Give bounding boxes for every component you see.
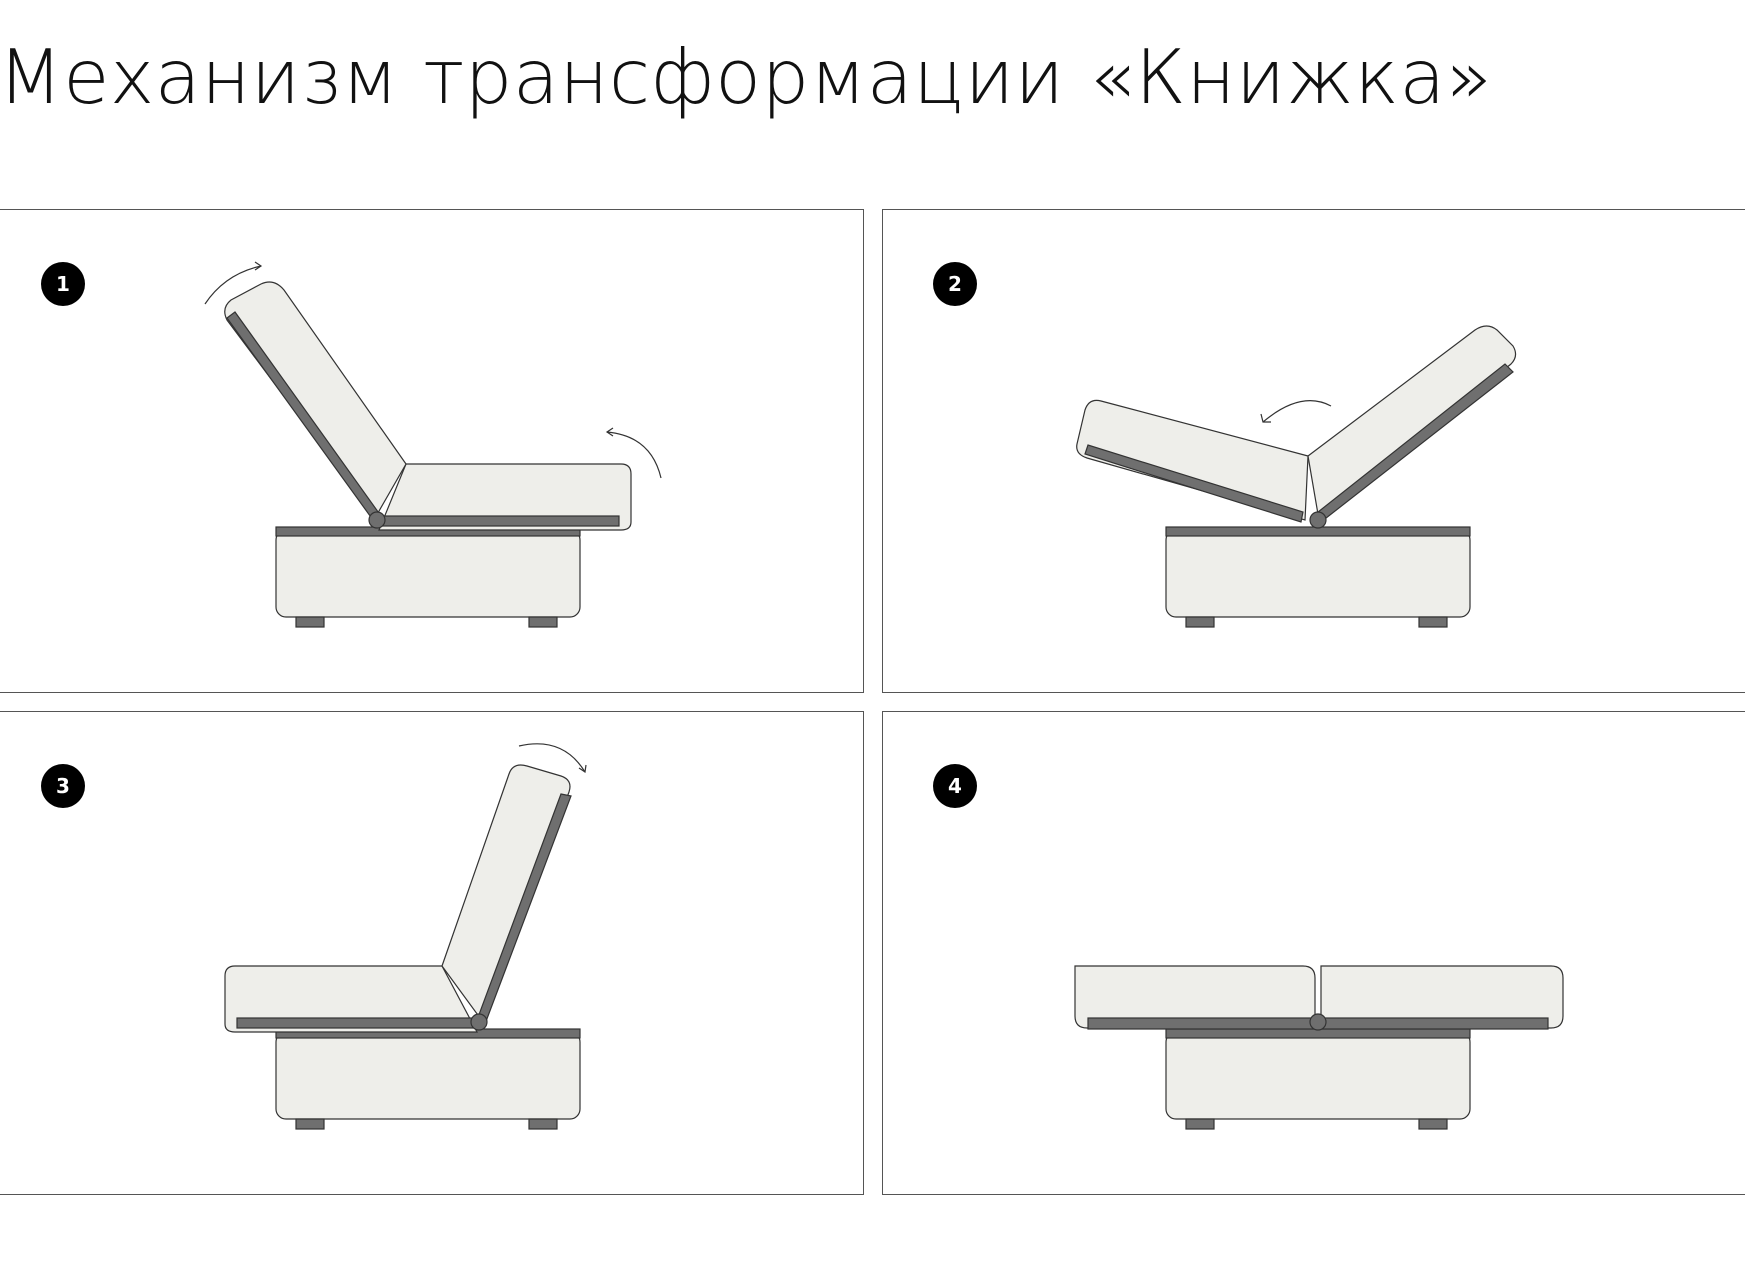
sofa-seat: [1076, 399, 1309, 521]
sofa-backrest: [441, 764, 571, 1024]
sofa-leg: [1185, 616, 1215, 628]
hinge: [368, 511, 386, 529]
sofa-backrest: [224, 281, 407, 520]
step-2-panel: 2: [882, 209, 1745, 693]
step-3-badge: 3: [41, 764, 85, 808]
seat-strip: [1084, 444, 1304, 523]
sofa-seat: [378, 463, 632, 531]
sofa-leg: [295, 1118, 325, 1130]
rotation-arrow: [1262, 400, 1332, 423]
sofa-seat: [224, 965, 478, 1033]
hinge: [1309, 511, 1327, 529]
seat-strip: [378, 515, 620, 527]
step-3-panel: 3: [0, 711, 864, 1195]
sofa-leg: [1418, 1118, 1448, 1130]
sofa-step-2-illustration: [1076, 325, 1517, 628]
sofa-leg: [1185, 1118, 1215, 1130]
page-title: Механизм трансформации «Книжка»: [0, 33, 1493, 121]
arrow-head: [605, 427, 614, 437]
seat-strip: [236, 1017, 478, 1029]
sofa-step-1-illustration: [204, 261, 662, 628]
step-4-panel: 4: [882, 711, 1745, 1195]
step-4-badge: 4: [933, 764, 977, 808]
sofa-leg: [528, 616, 558, 628]
rotation-arrow: [606, 431, 662, 479]
sofa-leg: [1418, 616, 1448, 628]
sofa-base: [275, 1031, 581, 1120]
sofa-backrest: [1307, 325, 1517, 522]
sofa-step-3-illustration: [224, 743, 587, 1130]
rotation-arrow: [204, 265, 262, 305]
sofa-base: [1165, 1031, 1471, 1120]
sofa-base: [275, 529, 581, 618]
hinge: [470, 1013, 488, 1031]
arrow-head: [1260, 413, 1271, 423]
sofa-leg: [295, 616, 325, 628]
hinge: [1309, 1013, 1327, 1031]
arrow-head: [254, 261, 263, 271]
sofa-base: [1165, 529, 1471, 618]
sofa-leg: [528, 1118, 558, 1130]
step-1-badge: 1: [41, 262, 85, 306]
sofa-backrest: [1320, 965, 1564, 1029]
arrow-head: [578, 764, 587, 774]
step-1-panel: 1: [0, 209, 864, 693]
rotation-arrow: [518, 743, 586, 773]
step-2-badge: 2: [933, 262, 977, 306]
sofa-step-4-illustration: [1074, 965, 1564, 1130]
